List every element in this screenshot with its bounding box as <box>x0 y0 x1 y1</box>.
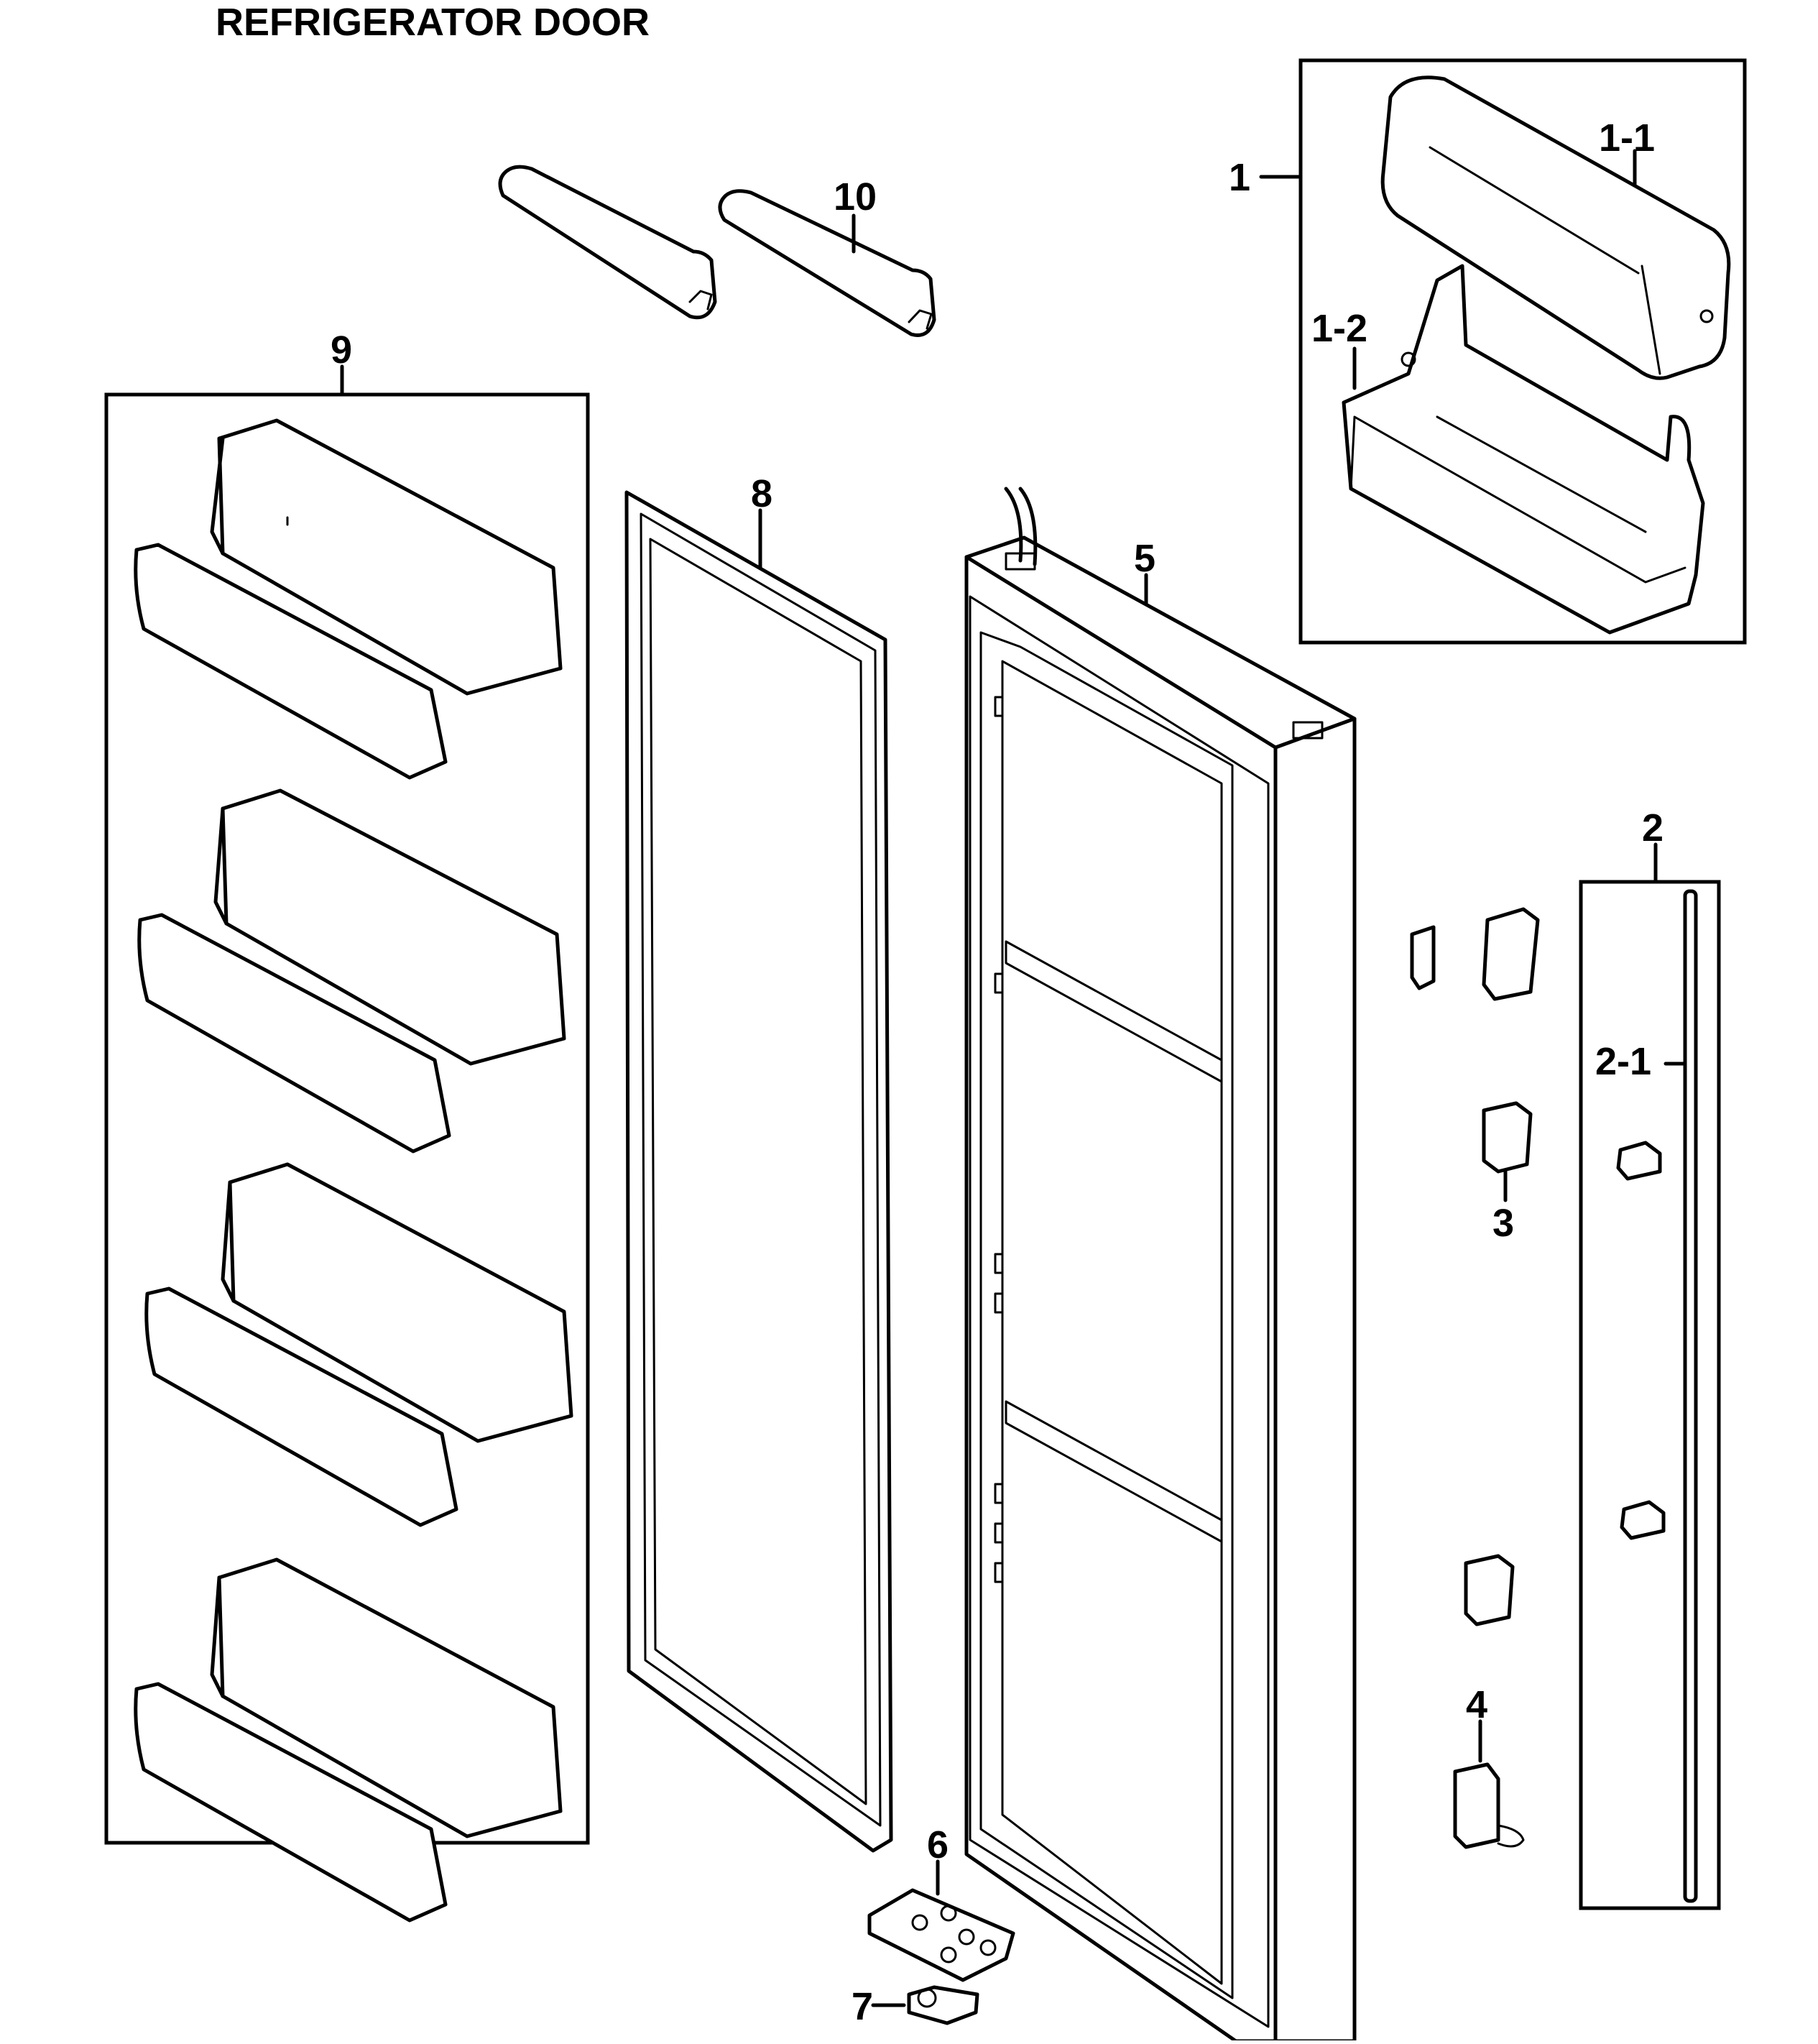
callout-8: 8 <box>751 472 772 515</box>
callout-2: 2 <box>1642 806 1664 850</box>
part-1-2-dairy-bin <box>1342 264 1705 635</box>
part-4-door-stopper <box>1453 1719 1525 1849</box>
part-8-door-gasket <box>624 490 893 1853</box>
part-7-hinge-bushing <box>871 1985 979 2025</box>
callout-1-1: 1-1 <box>1599 116 1655 160</box>
door-bin-3 <box>144 1162 573 1527</box>
callout-1: 1 <box>1229 156 1250 199</box>
part-door-switch-lower <box>1464 1554 1515 1626</box>
callout-4: 4 <box>1466 1683 1487 1726</box>
callout-7: 7 <box>852 1985 873 2028</box>
callout-1-2: 1-2 <box>1311 307 1367 350</box>
part-hinge-bracket <box>1410 907 1540 1001</box>
callout-labels: 10 9 8 5 1 1-1 1-2 2 2-1 3 4 6 7 <box>331 116 1664 2028</box>
callout-3: 3 <box>1492 1202 1514 1245</box>
callout-9: 9 <box>331 328 352 372</box>
part-6-hinge-plate <box>867 1859 1015 1982</box>
diagram-title: REFRIGERATOR DOOR <box>216 1 650 44</box>
part-2-hinge-cover-assembly <box>1579 842 1721 1910</box>
part-1-dairy-compartment <box>1259 58 1747 645</box>
part-10-trim-caps <box>498 165 936 337</box>
callout-2-1: 2-1 <box>1595 1040 1651 1083</box>
callout-5: 5 <box>1134 537 1155 580</box>
part-3-door-switch <box>1482 1101 1533 1202</box>
callout-10: 10 <box>834 175 877 218</box>
callout-6: 6 <box>927 1823 949 1866</box>
door-bin-4 <box>134 1557 563 1923</box>
door-bin-2 <box>137 788 566 1154</box>
part-2-1-hinge-rod <box>1616 889 1698 1903</box>
part-1-1-dairy-cover <box>1380 75 1731 380</box>
part-5-door-assembly <box>964 487 1357 2043</box>
door-bin-1 <box>134 418 563 780</box>
